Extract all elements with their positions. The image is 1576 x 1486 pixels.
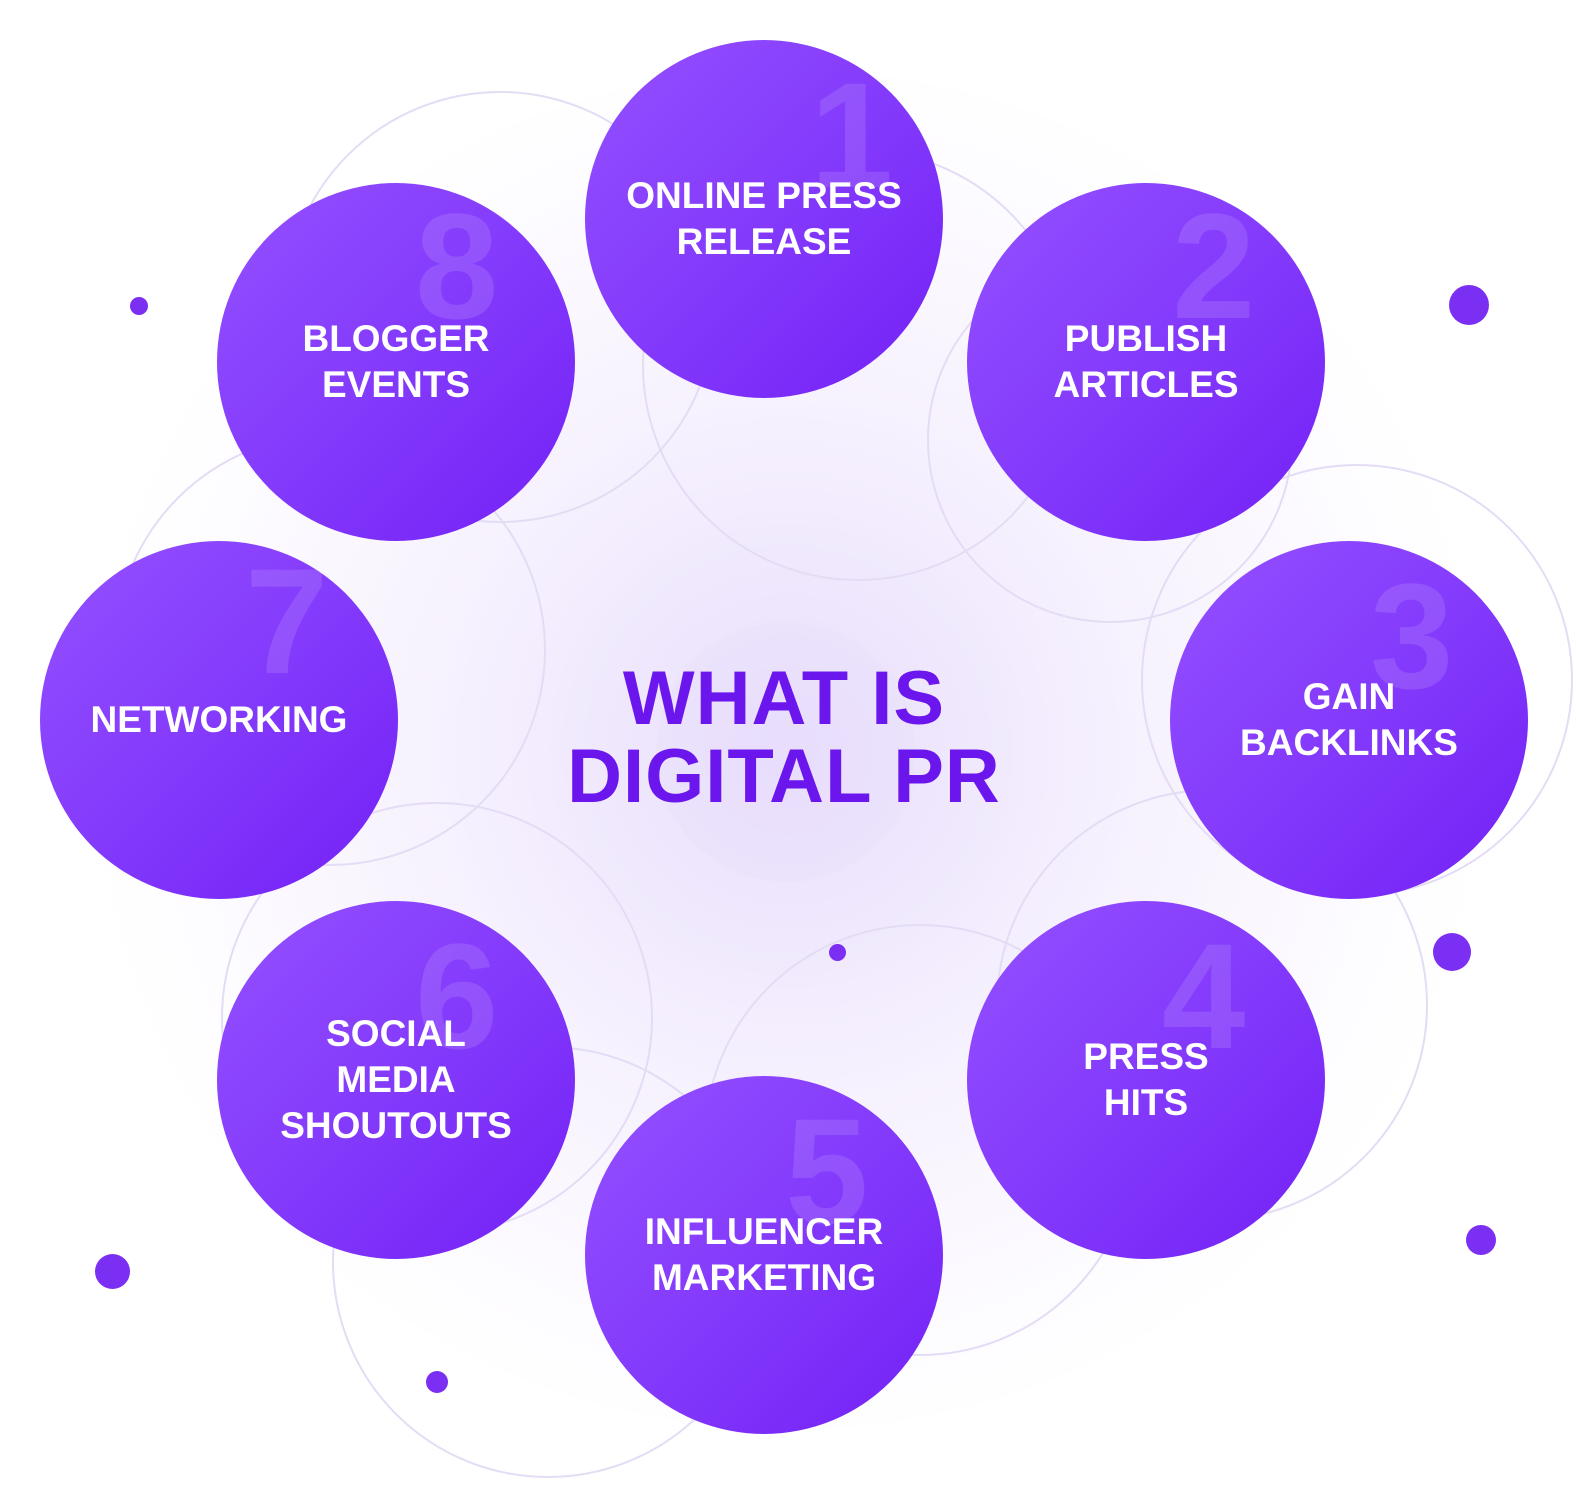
step-label: NETWORKING xyxy=(90,699,348,740)
step-number: 4 xyxy=(1162,912,1246,1080)
diagram-title: WHAT IS DIGITAL PR xyxy=(567,656,1001,819)
step-3-circle: 3 GAIN BACKLINKS xyxy=(1170,541,1528,899)
step-label: BLOGGER EVENTS xyxy=(302,318,490,405)
step-number: 2 xyxy=(1172,183,1256,350)
step-label: PUBLISH ARTICLES xyxy=(1053,318,1239,405)
step-label: ONLINE PRESS RELEASE xyxy=(626,175,902,262)
decor-dot xyxy=(1466,1225,1496,1255)
decor-dot xyxy=(130,297,148,315)
step-label: SOCIAL MEDIA SHOUTOUTS xyxy=(280,1013,512,1146)
step-number: 7 xyxy=(245,541,329,705)
step-label: GAIN BACKLINKS xyxy=(1240,676,1458,763)
step-number: 6 xyxy=(415,912,499,1080)
step-label: PRESS HITS xyxy=(1083,1036,1209,1123)
decor-dot xyxy=(95,1254,130,1289)
step-number: 3 xyxy=(1370,552,1454,720)
center-ring xyxy=(655,621,917,883)
step-4-circle: 4 PRESS HITS xyxy=(967,901,1325,1259)
step-label: INFLUENCER MARKETING xyxy=(644,1211,884,1298)
step-5-circle: 5 INFLUENCER MARKETING xyxy=(585,1076,943,1434)
step-2-circle: 2 PUBLISH ARTICLES xyxy=(967,183,1325,541)
step-number: 5 xyxy=(785,1087,869,1255)
step-number: 8 xyxy=(415,183,499,350)
step-1-circle: 1 ONLINE PRESS RELEASE xyxy=(585,40,943,398)
decor-dot xyxy=(1433,933,1471,971)
decor-dot xyxy=(426,1371,448,1393)
decor-dot xyxy=(829,944,846,961)
step-6-circle: 6 SOCIAL MEDIA SHOUTOUTS xyxy=(217,901,575,1259)
step-8-circle: 8 BLOGGER EVENTS xyxy=(217,183,575,541)
step-number: 1 xyxy=(810,51,894,219)
step-7-circle: 7 NETWORKING xyxy=(40,541,398,899)
decor-dot xyxy=(1449,285,1489,325)
